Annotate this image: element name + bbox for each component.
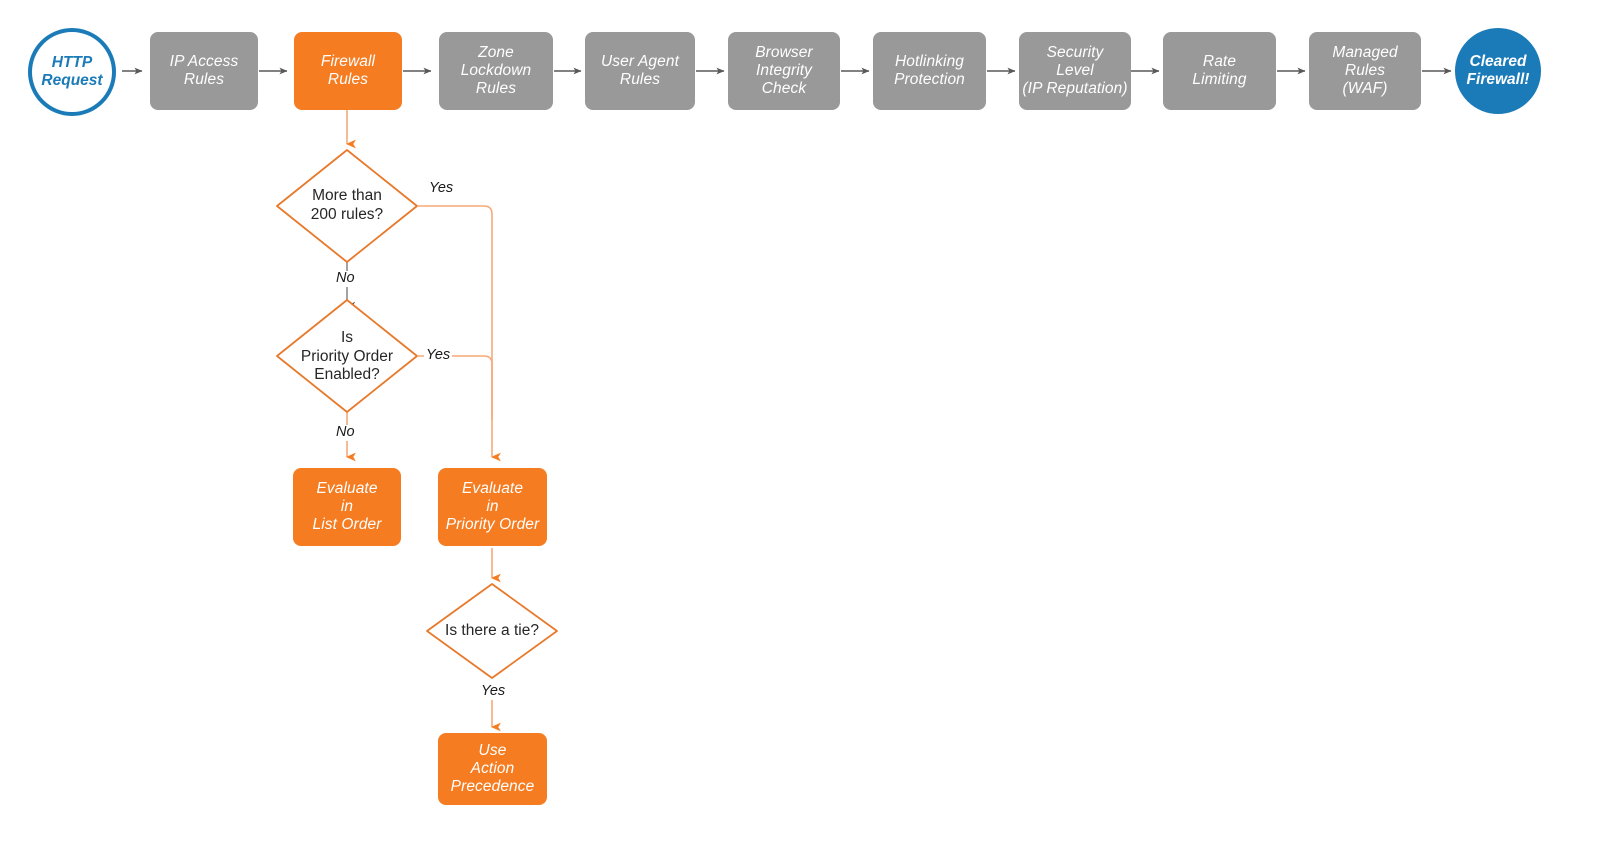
decision-priority-order-enabled[interactable]: Is Priority Order Enabled? (277, 318, 417, 396)
decision-more-than-200-rules-label: More than 200 rules? (310, 187, 384, 223)
node-evaluate-in-list-order[interactable]: Evaluate in List Order (293, 468, 401, 546)
yes-priority-order-connector (418, 355, 493, 420)
node-zone-lockdown-rules[interactable]: Zone Lockdown Rules (439, 32, 553, 110)
node-evaluate-in-priority-order[interactable]: Evaluate in Priority Order (438, 468, 547, 546)
decision-is-there-a-tie[interactable]: Is there a tie? (427, 611, 557, 651)
node-ip-access-rules-label: IP Access Rules (169, 52, 239, 88)
edge-label-no-200-rules-text: No (336, 270, 355, 286)
edge-label-yes-200-rules: Yes (427, 180, 456, 197)
node-firewall-rules-label: Firewall Rules (320, 52, 376, 88)
yes-200-rules-connector (418, 205, 501, 462)
edge-label-no-priority-order-text: No (336, 424, 355, 440)
node-ip-access-rules[interactable]: IP Access Rules (150, 32, 258, 110)
edge-label-yes-200-rules-text: Yes (429, 180, 454, 196)
node-firewall-rules[interactable]: Firewall Rules (294, 32, 402, 110)
decision-priority-order-enabled-label: Is Priority Order Enabled? (300, 329, 394, 384)
node-evaluate-in-list-order-label: Evaluate in List Order (312, 479, 382, 534)
edge-label-yes-tie-text: Yes (481, 683, 506, 699)
node-evaluate-in-priority-order-label: Evaluate in Priority Order (445, 479, 540, 534)
node-user-agent-rules[interactable]: User Agent Rules (585, 32, 695, 110)
edge-label-yes-priority-order-text: Yes (426, 347, 451, 363)
edge-label-yes-tie: Yes (479, 683, 508, 700)
node-security-level[interactable]: Security Level (IP Reputation) (1019, 32, 1131, 110)
node-hotlinking-protection-label: Hotlinking Protection (894, 52, 965, 88)
node-zone-lockdown-rules-label: Zone Lockdown Rules (460, 43, 532, 98)
node-http-request-label: HTTP Request (41, 53, 103, 89)
node-rate-limiting[interactable]: Rate Limiting (1163, 32, 1276, 110)
node-managed-rules-waf[interactable]: Managed Rules (WAF) (1309, 32, 1421, 110)
decision-is-there-a-tie-label: Is there a tie? (445, 621, 539, 639)
node-browser-integrity-check[interactable]: Browser Integrity Check (728, 32, 840, 110)
node-cleared-firewall[interactable]: Cleared Firewall! (1455, 28, 1541, 114)
node-managed-rules-waf-label: Managed Rules (WAF) (1332, 43, 1398, 98)
node-use-action-precedence[interactable]: Use Action Precedence (438, 733, 547, 805)
node-browser-integrity-check-label: Browser Integrity Check (755, 43, 813, 98)
node-http-request[interactable]: HTTP Request (28, 28, 116, 116)
node-use-action-precedence-label: Use Action Precedence (450, 741, 535, 796)
node-cleared-firewall-label: Cleared Firewall! (1466, 52, 1530, 88)
node-rate-limiting-label: Rate Limiting (1192, 52, 1247, 88)
edge-label-no-priority-order: No (334, 424, 357, 441)
edge-label-no-200-rules: No (334, 270, 357, 287)
node-security-level-label: Security Level (IP Reputation) (1022, 43, 1128, 98)
decision-more-than-200-rules[interactable]: More than 200 rules? (287, 166, 407, 246)
node-hotlinking-protection[interactable]: Hotlinking Protection (873, 32, 986, 110)
edge-label-yes-priority-order: Yes (424, 347, 453, 364)
node-user-agent-rules-label: User Agent Rules (601, 52, 679, 88)
